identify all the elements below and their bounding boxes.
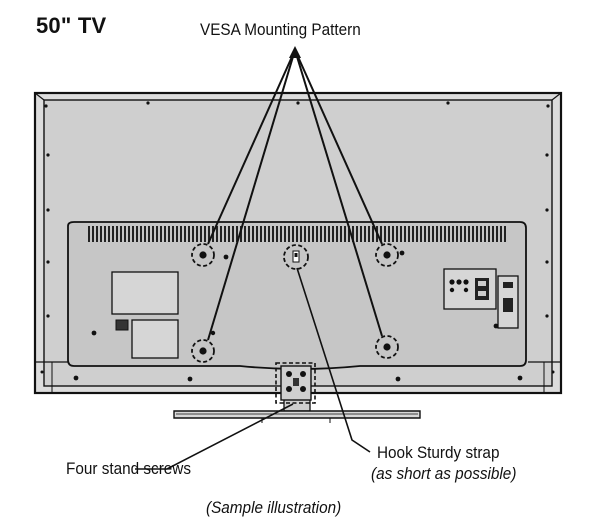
power-port <box>115 319 129 331</box>
stand-bracket <box>275 362 316 404</box>
mount-hole-icon <box>191 243 399 363</box>
stand-screws-label: Four stand screws <box>66 459 192 478</box>
model-title: 50" TV <box>36 13 107 38</box>
label-panel-upper <box>111 271 179 315</box>
vesa-label: VESA Mounting Pattern <box>200 20 361 39</box>
hook-strap-note: (as short as possible) <box>371 464 517 483</box>
illustration-caption: (Sample illustration) <box>206 498 342 517</box>
hook-strap-label: Hook Sturdy strap <box>377 443 500 462</box>
screw-icon <box>40 101 555 382</box>
label-panel-lower <box>131 319 179 359</box>
vent-strip <box>88 226 506 242</box>
back-cover <box>67 221 527 370</box>
vesa-arrow-head <box>289 46 301 58</box>
hook-point <box>283 244 309 270</box>
port-icon <box>449 278 513 312</box>
callout-lines <box>135 49 383 470</box>
